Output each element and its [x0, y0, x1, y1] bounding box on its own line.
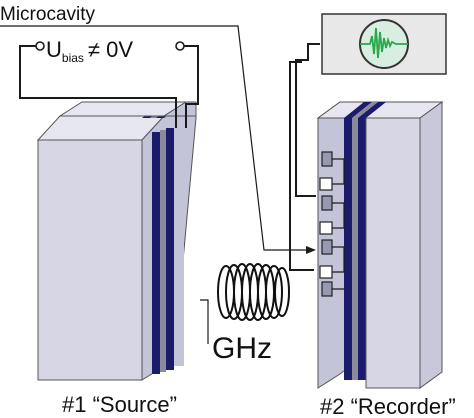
- bias-terminal-left: [35, 41, 45, 51]
- frequency-label: GHz: [212, 332, 272, 365]
- oscilloscope: [289, 13, 447, 271]
- recorder-caption: #2 “Recorder”: [320, 394, 456, 418]
- emission-lead: [200, 299, 209, 344]
- recorder-layer-stack: [344, 118, 366, 380]
- source-block: [36, 101, 197, 381]
- bias-circuit: Ubias≠ 0V: [19, 37, 199, 128]
- source-caption: #1 “Source”: [62, 392, 177, 417]
- bias-terminal-right: [175, 41, 185, 51]
- microcavity-label: Microcavity: [0, 4, 96, 25]
- oscilloscope-icon: [360, 27, 408, 59]
- microwave-emission-icon: [217, 263, 290, 321]
- arrow-icon: [306, 246, 316, 254]
- microcavity-pointer: Microcavity: [0, 4, 316, 254]
- recorder-block: [316, 101, 444, 389]
- recorder-contacts: [319, 151, 345, 297]
- bias-voltage-label: Ubias≠ 0V: [46, 37, 133, 65]
